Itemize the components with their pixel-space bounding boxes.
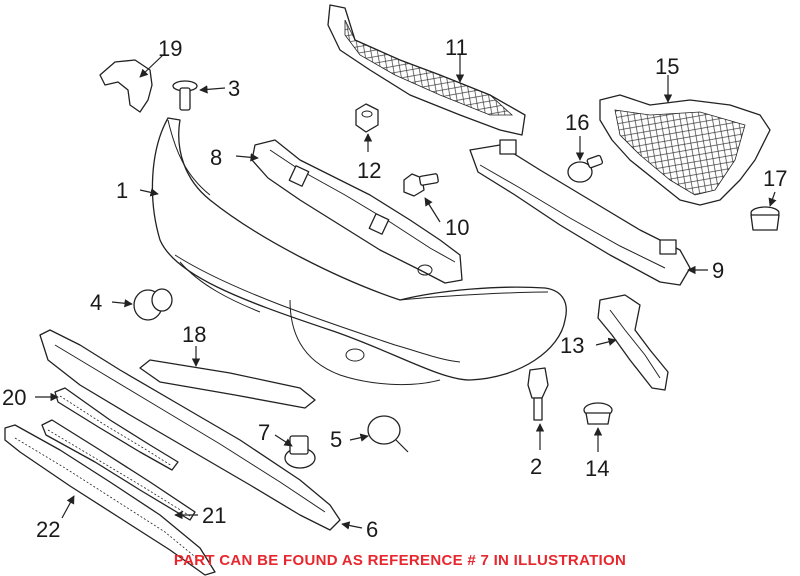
clip-17 [750, 206, 780, 231]
lower-grille-insert [41, 419, 196, 521]
callout-9: 9 [712, 258, 724, 283]
nut-14 [583, 402, 613, 425]
callout-15: 15 [655, 54, 679, 79]
callout-2: 2 [530, 454, 542, 479]
callout-1: 1 [116, 178, 128, 203]
callout-16: 16 [565, 110, 589, 135]
retainer-7 [284, 435, 316, 469]
callout-21: 21 [202, 503, 226, 528]
energy-absorber [251, 139, 463, 284]
callout-10: 10 [445, 215, 469, 240]
reinforcement-bar [469, 139, 691, 286]
callout-18: 18 [182, 322, 206, 347]
clip-16 [567, 154, 604, 183]
reference-note: PART CAN BE FOUND AS REFERENCE # 7 IN IL… [173, 552, 627, 569]
callout-11: 11 [445, 35, 468, 60]
callout-8: 8 [210, 145, 222, 170]
callout-4: 4 [90, 290, 102, 315]
screw-3 [172, 80, 198, 111]
callout-3: 3 [228, 76, 240, 101]
callout-5: 5 [330, 427, 342, 452]
callout-6: 6 [366, 517, 378, 542]
callout-19: 19 [158, 36, 182, 61]
side-bracket [599, 94, 771, 206]
grommet-4 [133, 288, 173, 321]
callout-14: 14 [585, 456, 609, 481]
nut-12 [355, 103, 379, 133]
bumper-cover [151, 117, 567, 386]
callout-22: 22 [36, 517, 60, 542]
chrome-trim-strip [139, 359, 316, 409]
bolt-10 [403, 173, 439, 197]
lower-bracket [597, 294, 669, 391]
leader-lines [35, 54, 777, 530]
wheel-arch-cap [99, 59, 153, 113]
callout-17: 17 [763, 166, 787, 191]
upper-reinforcement-mesh [327, 4, 526, 136]
lower-spoiler-strip [4, 424, 216, 576]
callout-20: 20 [2, 385, 26, 410]
lower-valance [39, 329, 341, 531]
callout-7: 7 [258, 420, 270, 445]
push-pin-2 [527, 367, 549, 421]
lower-grille-strip [54, 387, 179, 471]
callout-13: 13 [560, 333, 584, 358]
callout-12: 12 [357, 158, 381, 183]
tow-hook-cover-5 [367, 415, 409, 453]
